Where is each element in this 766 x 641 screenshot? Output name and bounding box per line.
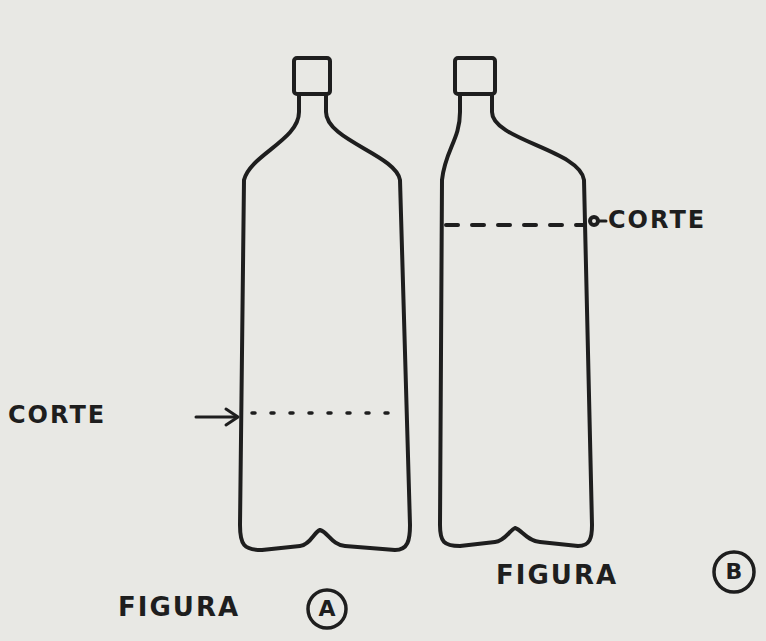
arrow-head [226, 409, 238, 425]
circle-shape [308, 590, 346, 628]
cut-label: CORTE [8, 403, 106, 427]
letter-holder: A [306, 588, 348, 630]
figure-letter: A [318, 598, 335, 620]
circle-shape [714, 552, 754, 592]
cut-label: CORTE [608, 208, 706, 232]
leader-line [598, 220, 606, 223]
bottle-cap [455, 58, 495, 94]
figure-label: FIGURA [496, 562, 618, 588]
figure-letter: B [726, 561, 743, 583]
letter-holder: B [712, 550, 756, 594]
figure-letter-circle: B [712, 550, 756, 594]
bottle-cap [294, 58, 330, 94]
cut-line [252, 411, 400, 415]
leader-arrow [196, 416, 236, 419]
cut-line [446, 223, 584, 227]
figure-label: FIGURA [118, 594, 240, 620]
bottle-outline [240, 95, 410, 550]
bottle-outline [440, 95, 592, 546]
figure-letter-circle: A [306, 588, 348, 630]
